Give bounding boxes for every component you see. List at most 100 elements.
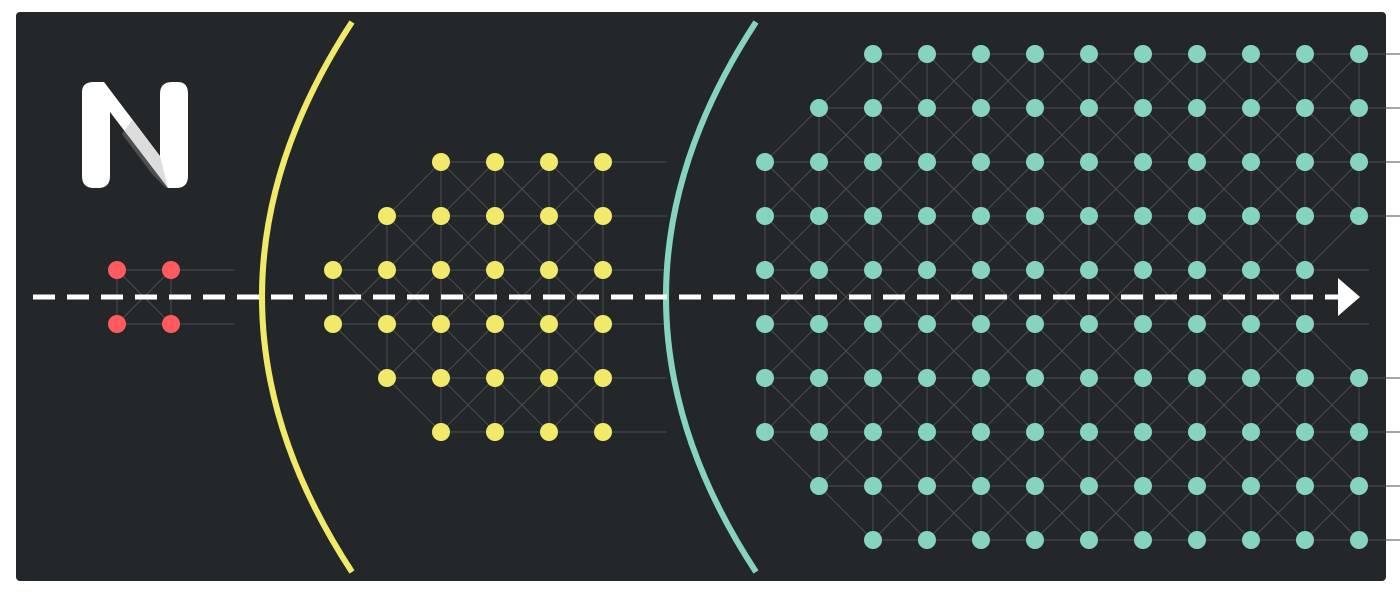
stage-3-node [972,99,990,117]
stage-2-node [540,315,558,333]
grid-line [386,215,442,271]
stage-3-node [864,261,882,279]
stage-3-node [756,315,774,333]
stage-1-node [162,315,180,333]
stage-3-node [810,153,828,171]
grid-line [980,53,1036,109]
stage-3-node [1026,45,1044,63]
stage-2-node [486,261,504,279]
grid-line [1196,323,1252,379]
stage-3-node [1026,207,1044,225]
stage-3-node [972,369,990,387]
grid-line [872,485,928,541]
stage-3-node [1134,207,1152,225]
stage-3-node [1080,423,1098,441]
grid-line [1250,377,1306,433]
stage-3-node [1134,315,1152,333]
grid-line [1196,107,1252,163]
stage-2-node [378,207,396,225]
grid-line [1034,323,1090,379]
stage-2-node [540,207,558,225]
stage-3-node [1080,369,1098,387]
stage-3-node [1026,369,1044,387]
grid-line [440,323,496,379]
stage-2-node [486,153,504,171]
grid-line [764,431,820,487]
stage-3-node [756,207,774,225]
grid-line [764,323,820,379]
grid-line [980,107,1036,163]
stage-3-node [756,261,774,279]
stage-3-node [1188,99,1206,117]
stage-3-node [1134,99,1152,117]
stage-2-node [432,369,450,387]
stage-3-node [810,423,828,441]
grid-line [818,161,874,217]
stage-3-node [1188,423,1206,441]
stage-3-node [1296,369,1314,387]
grid-line [980,161,1036,217]
grid-line [1196,215,1252,271]
stage-3-node [972,45,990,63]
stage-3-node [1350,45,1368,63]
grid-line [1034,215,1090,271]
stage-3-node [918,153,936,171]
grid-line [1142,161,1198,217]
stage-3-node [972,531,990,549]
stage-3-node [1242,315,1260,333]
grid-line [548,377,604,433]
stage-3-node [1080,261,1098,279]
grid-line [1196,53,1252,109]
stage-3-node [864,423,882,441]
grid-line [872,377,928,433]
stage-3-node [1242,423,1260,441]
stage-3-node [810,207,828,225]
stage-3-node [1134,45,1152,63]
stage-2-node [324,315,342,333]
stage-3-node [810,315,828,333]
grid-line [1142,53,1198,109]
near-logo-mark [82,82,188,188]
grid-line [1088,215,1144,271]
stage-3-node [918,207,936,225]
grid-line [1034,485,1090,541]
stage-3-node [1296,99,1314,117]
stage-2-node [540,153,558,171]
stage-3-node [810,477,828,495]
grid-line [440,215,496,271]
grid-line [926,377,982,433]
grid-line [764,377,820,433]
grid-line [1088,377,1144,433]
stage-1-node [108,315,126,333]
grid-line [818,431,874,487]
grid-line [818,215,874,271]
grid-line [1142,485,1198,541]
grid-line [1196,161,1252,217]
grid-line [926,431,982,487]
stage-3-node [918,477,936,495]
grid-line [926,53,982,109]
stage-2-node [432,423,450,441]
stage-3-node [1188,45,1206,63]
grid-line [1142,431,1198,487]
stage-3-node [1296,315,1314,333]
stage-2-node [486,423,504,441]
stage-3-node [918,369,936,387]
stage-3-node [1296,531,1314,549]
stage-3-node [1026,153,1044,171]
stage-3-node [1188,477,1206,495]
grid-line [1304,53,1360,109]
stage-3-node [1350,477,1368,495]
near-logo-shadow [122,120,168,188]
grid-line [980,269,1036,325]
stage-3-node [864,207,882,225]
stage-3-node [1296,207,1314,225]
stage-2-node [594,207,612,225]
stage-3-node [972,315,990,333]
stage-3-node [1350,207,1368,225]
stage-3-node [1242,207,1260,225]
stage-3-node [1026,99,1044,117]
stage-2-node [594,369,612,387]
